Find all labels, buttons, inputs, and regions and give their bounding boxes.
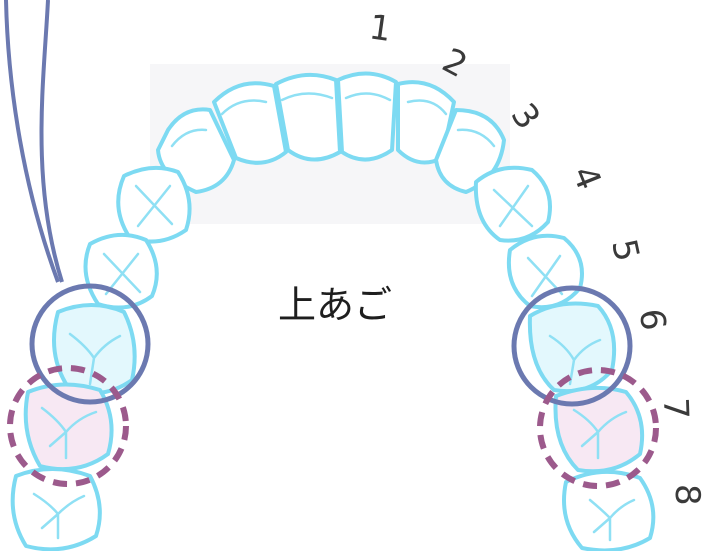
tooth-right-6	[527, 301, 617, 394]
tooth-left-6	[52, 303, 137, 396]
molar-highlight-ring-left	[29, 283, 151, 405]
tooth-left-4	[116, 165, 192, 244]
molar-highlight-ring-right	[511, 285, 633, 407]
tooth-number-6: 6	[631, 307, 673, 333]
tooth-number-4: 4	[564, 160, 609, 195]
leader-line	[4, 0, 60, 283]
tooth-number-5: 5	[603, 236, 647, 265]
tooth-number-8: 8	[667, 484, 707, 506]
tooth-left-2	[212, 81, 288, 165]
tooth-right-7	[553, 385, 645, 474]
tooth-left-1	[274, 72, 342, 162]
jaw-title: 上あご	[278, 283, 392, 327]
tooth-right-8	[562, 469, 656, 551]
tooth-number-7: 7	[655, 397, 696, 420]
tooth-number-1: 1	[367, 7, 394, 50]
molar-dashed-ring-right	[537, 367, 659, 489]
leader-line	[39, 0, 64, 283]
molar-dashed-ring-left	[7, 365, 129, 487]
tooth-right-1	[336, 71, 398, 162]
tooth-left-8	[10, 467, 102, 551]
tooth-left-7	[23, 382, 114, 472]
tooth-right-4	[473, 165, 552, 243]
